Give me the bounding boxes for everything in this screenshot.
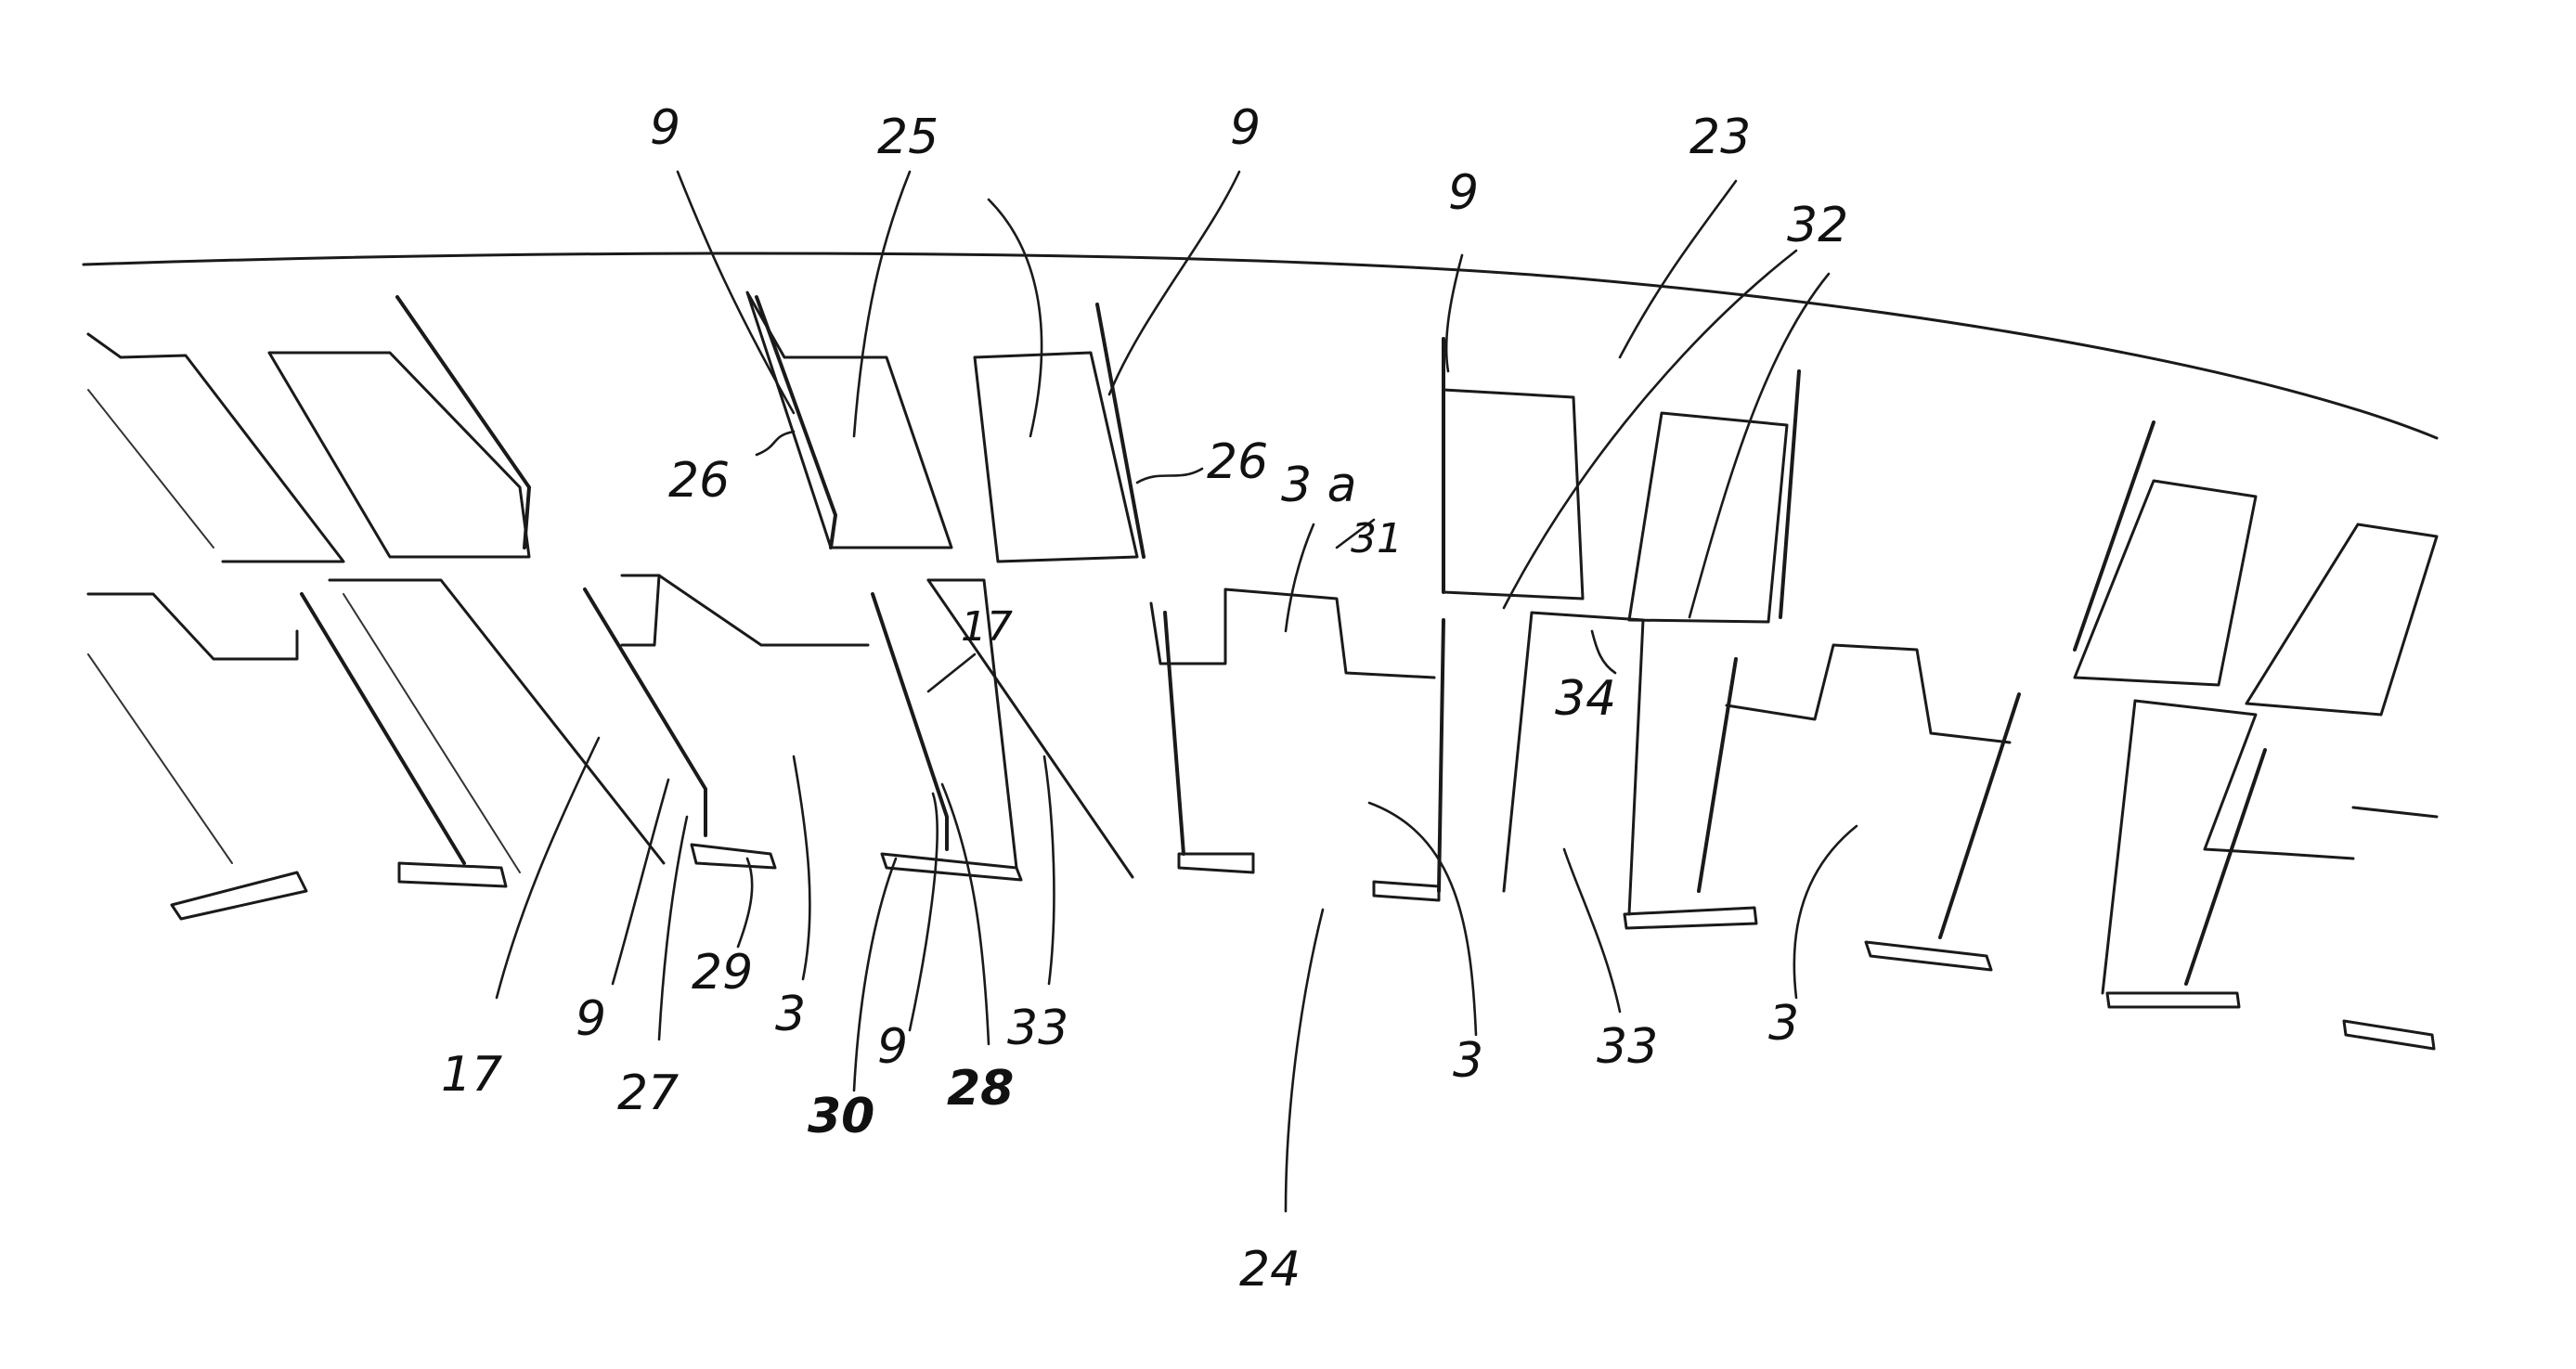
lower-row-cutouts [88, 575, 2437, 1049]
label-33-left: 33 [1007, 1001, 1068, 1056]
cutout-33 [1504, 613, 1643, 914]
cutout-upper-right-2 [2246, 524, 2437, 715]
cutout-upper-2 [269, 353, 529, 557]
cutout-lower-1 [88, 594, 297, 659]
cutout-upper-1 [88, 334, 343, 562]
label-27: 27 [617, 1065, 679, 1121]
cutout-23-left [1443, 390, 1583, 599]
label-9-top-left: 9 [650, 100, 680, 156]
label-3-center: 3 [1453, 1033, 1483, 1089]
label-9-lower-center: 9 [877, 1019, 908, 1075]
label-24: 24 [1239, 1242, 1301, 1298]
cutout-25-left [747, 292, 951, 548]
cutout-23-right [1629, 413, 1787, 622]
cutout-lower-right-2 [2135, 701, 2284, 854]
cutout-upper-right-1 [2075, 481, 2256, 685]
base-30 [882, 854, 1021, 880]
label-28: 28 [947, 1061, 1014, 1117]
label-25: 25 [877, 110, 938, 165]
label-23: 23 [1689, 110, 1751, 165]
label-32: 32 [1787, 198, 1848, 253]
label-9-top-right: 9 [1230, 100, 1261, 156]
upper-row-cutouts [88, 292, 2437, 715]
label-31: 31 [1351, 515, 1403, 562]
cutout-24-stepped [1151, 589, 1434, 678]
label-17-bottom: 17 [441, 1047, 502, 1103]
label-3-right: 3 [1768, 996, 1799, 1052]
label-3a: 3 a [1281, 458, 1356, 513]
label-17-top: 17 [961, 603, 1013, 651]
cutout-lower-right-1 [1727, 645, 2010, 743]
label-9-lower-left: 9 [576, 991, 606, 1047]
label-30: 30 [808, 1089, 874, 1144]
label-29: 29 [692, 945, 753, 1001]
outer-edge-curve [84, 253, 2437, 438]
label-33-right: 33 [1597, 1019, 1658, 1075]
cutout-3-center [659, 575, 868, 645]
label-26-left: 26 [668, 453, 730, 509]
label-9-center: 9 [1448, 165, 1479, 221]
label-3-left: 3 [775, 987, 806, 1042]
label-26-right: 26 [1207, 434, 1268, 490]
cutout-27 [622, 575, 659, 645]
label-34: 34 [1555, 671, 1616, 727]
